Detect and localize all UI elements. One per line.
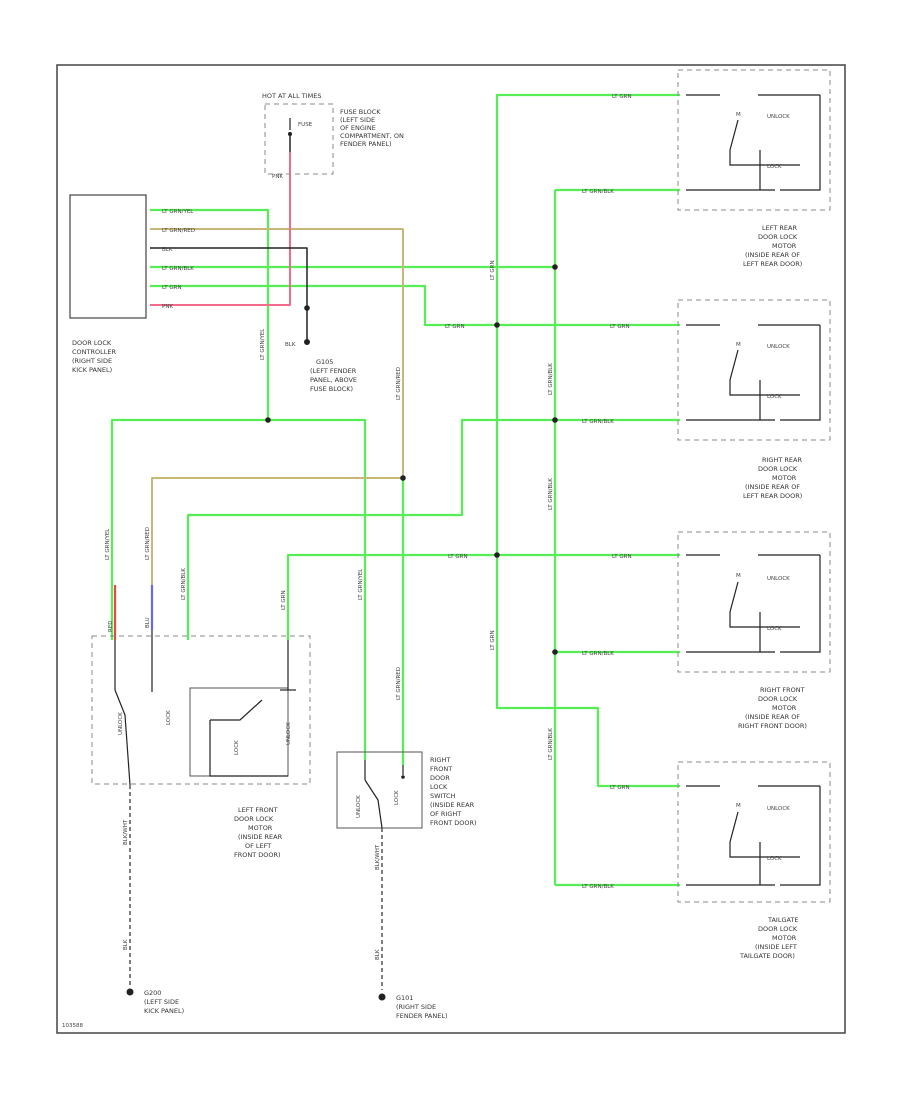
- controller-label: DOOR LOCK CONTROLLER (RIGHT SIDE KICK PA…: [72, 339, 118, 374]
- rf-m-label: M: [736, 573, 741, 579]
- rr-lock-label: LOCK: [767, 394, 782, 400]
- left-rear-motor-label: LEFT REAR DOOR LOCK MOTOR (INSIDE REAR O…: [743, 224, 802, 268]
- wire-label-h-lr-grnblk: LT GRN/BLK: [582, 189, 614, 195]
- lr-unlock-label: UNLOCK: [767, 114, 790, 120]
- motor-left-front: UNLOCK LOCK LOCK UNLOCK: [91, 630, 311, 786]
- wire-label-vert-3: LT GRN: [490, 260, 496, 280]
- wire-label-h-lf-grn: LT GRN: [448, 554, 468, 560]
- wire-label-h-ctrl-grn: LT GRN: [445, 324, 465, 330]
- motor-right-rear: M UNLOCK LOCK: [677, 299, 831, 441]
- wire-label-vert-blk-2: BLK: [375, 949, 381, 960]
- lf-lock-label: LOCK: [166, 710, 172, 725]
- wire-label-vert-1: LT GRN/YEL: [260, 328, 266, 360]
- wire-label-blk: BLK: [162, 247, 173, 253]
- wire-label-h-rf-grnblk: LT GRN/BLK: [582, 651, 614, 657]
- rr-unlock-label: UNLOCK: [767, 344, 790, 350]
- wire-label-vert-blk-1: BLK: [123, 939, 129, 950]
- wire-label-vert-6: LT GRN: [490, 630, 496, 650]
- wire-label-vert-4: LT GRN/BLK: [548, 363, 554, 395]
- wire-label-lt-grnblk: LT GRN/BLK: [162, 266, 194, 272]
- rr-m-label: M: [736, 342, 741, 348]
- wire-label-vert-blkwht-2: BLK/WHT: [375, 844, 381, 870]
- tg-unlock-label: UNLOCK: [767, 806, 790, 812]
- fuse-label: FUSE: [298, 122, 313, 128]
- lr-m-label: M: [736, 112, 741, 118]
- wire-label-vert-7: LT GRN/BLK: [548, 728, 554, 760]
- rf-lock-label: LOCK: [767, 626, 782, 632]
- wire-label-h-lr-grn: LT GRN: [612, 94, 632, 100]
- rf-unlock-label: UNLOCK: [767, 576, 790, 582]
- right-rear-motor-label: RIGHT REAR DOOR LOCK MOTOR (INSIDE REAR …: [743, 456, 804, 500]
- fuse-block: FUSE HOT AT ALL TIMES FUSE BLOCK (LEFT S…: [262, 92, 406, 175]
- wire-label-vert-11: LT GRN: [281, 590, 287, 610]
- lr-lock-label: LOCK: [767, 164, 782, 170]
- wire-label-lt-grn: LT GRN: [162, 285, 182, 291]
- motor-right-front: M UNLOCK LOCK: [677, 531, 831, 673]
- hot-at-all-times-label: HOT AT ALL TIMES: [262, 92, 322, 100]
- wire-label-vert-10: LT GRN/BLK: [181, 568, 187, 600]
- tg-m-label: M: [736, 803, 741, 809]
- wire-label-h-rf-grn: LT GRN: [612, 554, 632, 560]
- wire-label-vert-8: LT GRN/YEL: [105, 528, 111, 560]
- wire-label-vert-blu: BLU: [145, 617, 151, 628]
- wire-label-pnk-fuse: PNK: [272, 174, 283, 180]
- wire-label-h-tg-grn: LT GRN: [610, 785, 630, 791]
- g105-label: G105 (LEFT FENDER PANEL, ABOVE FUSE BLOC…: [310, 358, 359, 393]
- wire-label-h-rr-grn: LT GRN: [610, 324, 630, 330]
- wire-label-lt-grnyel: LT GRN/YEL: [162, 209, 194, 215]
- rfs-lock-label: LOCK: [394, 790, 400, 805]
- wire-label-blk-g105: BLK: [285, 342, 296, 348]
- lf-lock-label-2: LOCK: [234, 740, 240, 755]
- wire-label-vert-2: LT GRN/RED: [396, 367, 402, 400]
- lf-unlock-label-2: UNLOCK: [286, 722, 292, 745]
- wire-label-pnk: PNK: [162, 304, 173, 310]
- motor-tailgate: M UNLOCK LOCK: [677, 761, 831, 903]
- g200-label: G200 (LEFT SIDE KICK PANEL): [144, 989, 184, 1015]
- tg-lock-label: LOCK: [767, 856, 782, 862]
- motor-left-rear: M UNLOCK LOCK: [677, 69, 831, 211]
- fuse-block-label: FUSE BLOCK (LEFT SIDE OF ENGINE COMPARTM…: [340, 108, 406, 148]
- diagram-ref-number: 103588: [62, 1023, 83, 1029]
- door-lock-controller: LT GRN/YEL LT GRN/RED BLK LT GRN/BLK LT …: [69, 194, 195, 374]
- wire-label-vert-blkwht-1: BLK/WHT: [123, 819, 129, 845]
- wiring: [110, 93, 680, 990]
- g101-label: G101 (RIGHT SIDE FENDER PANEL): [396, 994, 447, 1020]
- right-front-door-lock-switch: UNLOCK LOCK: [336, 751, 423, 829]
- junctions: [126, 264, 558, 1001]
- wire-label-lt-grnred: LT GRN/RED: [162, 228, 195, 234]
- wire-label-vert-12: LT GRN/YEL: [358, 568, 364, 600]
- rfs-unlock-label: UNLOCK: [356, 795, 362, 818]
- wire-label-vert-red: RED: [108, 620, 114, 632]
- wire-label-vert-5: LT GRN/BLK: [548, 478, 554, 510]
- wire-label-h-rr-grnblk: LT GRN/BLK: [582, 419, 614, 425]
- lf-unlock-label: UNLOCK: [118, 712, 124, 735]
- tailgate-motor-label: TAILGATE DOOR LOCK MOTOR (INSIDE LEFT TA…: [739, 916, 801, 960]
- wire-label-vert-13: LT GRN/RED: [396, 667, 402, 700]
- right-front-motor-label: RIGHT FRONT DOOR LOCK MOTOR (INSIDE REAR…: [738, 686, 807, 730]
- diagram-border: [56, 64, 846, 1034]
- wire-label-h-tg-grnblk: LT GRN/BLK: [582, 884, 614, 890]
- right-front-switch-label: RIGHT FRONT DOOR LOCK SWITCH (INSIDE REA…: [430, 756, 477, 827]
- left-front-motor-label: LEFT FRONT DOOR LOCK MOTOR (INSIDE REAR …: [234, 806, 284, 859]
- wire-label-vert-9: LT GRN/RED: [145, 527, 151, 560]
